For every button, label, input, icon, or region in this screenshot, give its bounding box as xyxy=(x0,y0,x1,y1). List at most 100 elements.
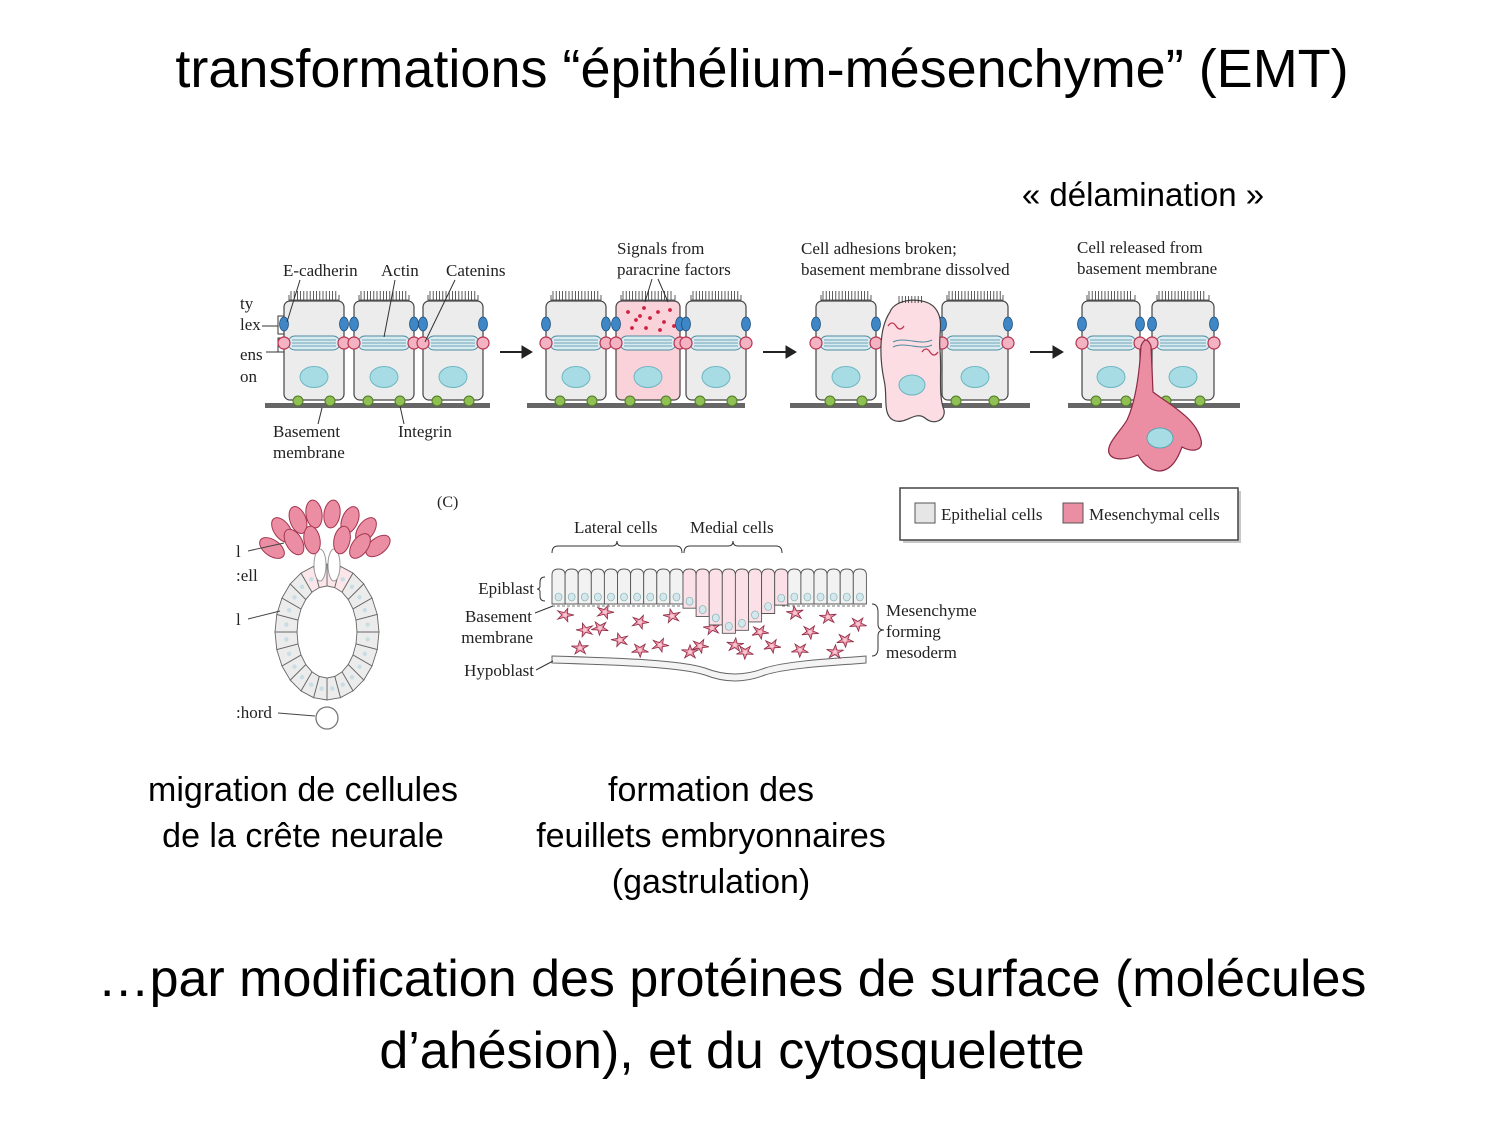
step-1-caption-line-1: Signals from xyxy=(617,239,704,258)
nucleus xyxy=(284,622,289,627)
nucleus xyxy=(698,644,702,648)
neural-crest-cell xyxy=(288,506,308,534)
adherens-junction xyxy=(539,336,553,350)
signal-dot xyxy=(648,316,652,320)
cut-label-adherens-2: on xyxy=(240,367,258,386)
signal-dot xyxy=(644,326,648,330)
nucleus xyxy=(701,366,731,388)
adherens-junction xyxy=(809,336,823,350)
epiblast-brace xyxy=(536,576,546,602)
neural-crest-leader xyxy=(247,542,285,552)
conclusion-line-2: d’ahésion), et du cytosquelette xyxy=(379,1022,1085,1080)
adherens-junction xyxy=(739,336,753,350)
nucleus xyxy=(688,650,692,654)
nucleus xyxy=(349,584,355,589)
integrin xyxy=(362,395,374,407)
nucleus xyxy=(777,593,786,603)
nucleus xyxy=(309,577,314,582)
integrin xyxy=(431,395,443,407)
integrin xyxy=(463,395,475,407)
nucleus xyxy=(638,648,642,652)
nucleus xyxy=(843,638,847,642)
neural-crest-caption-line-1: migration de cellules xyxy=(148,771,458,809)
legend: Epithelial cells Mesenchymal cells xyxy=(899,487,1241,543)
polarity-complex xyxy=(1077,316,1087,332)
nucleus xyxy=(563,613,567,617)
neural-cut-label-3: l xyxy=(236,610,241,629)
polarity-bracket xyxy=(262,315,284,335)
step-2-caption-line-1: Cell adhesions broken; xyxy=(801,239,957,258)
nucleus xyxy=(672,592,681,602)
basement-membrane xyxy=(527,403,745,408)
basement-membrane-label-line-1: Basement xyxy=(273,422,340,441)
basement-membrane-label-line-2: membrane xyxy=(273,443,345,462)
integrin xyxy=(1120,395,1132,407)
nucleus xyxy=(829,592,838,602)
integrin xyxy=(950,395,962,407)
panel-letter: (C) xyxy=(437,494,458,511)
nucleus xyxy=(598,626,602,630)
nucleus xyxy=(633,592,641,602)
nucleus xyxy=(362,607,368,613)
delaminating-cell xyxy=(880,296,945,423)
basement-membrane-leader xyxy=(317,407,323,425)
medial-cells-label: Medial cells xyxy=(690,518,774,537)
emt-panel-signals xyxy=(527,291,753,408)
mesenchyme-cells xyxy=(556,604,867,661)
nucleus xyxy=(793,611,797,615)
paracrine-signals xyxy=(626,306,676,332)
signal-dot xyxy=(668,308,672,312)
integrin xyxy=(824,395,836,407)
microvilli-base xyxy=(1086,295,1136,301)
dorsal-cell xyxy=(313,548,327,582)
nucleus xyxy=(685,596,694,606)
step-arrows xyxy=(500,345,1064,359)
neural-crest-cell xyxy=(283,528,305,556)
signaled-cell xyxy=(609,291,687,407)
integrin xyxy=(1090,395,1102,407)
nucleus xyxy=(567,592,576,602)
polarity-complex xyxy=(409,316,419,332)
microvilli-base xyxy=(288,295,340,301)
integrin xyxy=(660,395,672,407)
legend-label-epithelial: Epithelial cells xyxy=(941,505,1043,524)
epithelial-cell xyxy=(416,291,490,407)
nucleus xyxy=(319,686,324,691)
integrin xyxy=(554,395,566,407)
basement-membrane xyxy=(936,403,1030,408)
signal-dot xyxy=(630,326,634,330)
gastrulation-caption-line-3: (gastrulation) xyxy=(611,863,811,901)
slide-title: transformations “épithélium-mésenchyme” … xyxy=(175,39,1349,99)
hypoblast-layer xyxy=(551,655,867,682)
neural-crest-cell xyxy=(305,499,323,529)
nucleus xyxy=(1168,366,1198,388)
nucleus xyxy=(658,643,662,647)
nucleus xyxy=(831,366,861,388)
neural-leaders xyxy=(247,542,316,717)
neural-crest-figure: l :ell l :hord xyxy=(236,499,391,730)
polarity-complex xyxy=(681,316,691,332)
nucleus xyxy=(842,592,851,602)
nucleus xyxy=(554,592,563,602)
nucleus xyxy=(580,592,589,602)
signal-dot xyxy=(658,328,662,332)
epiblast xyxy=(551,568,867,634)
adherens-junction xyxy=(277,336,291,350)
nucleus xyxy=(594,592,602,602)
nucleus xyxy=(365,637,370,642)
signal-dot xyxy=(626,310,630,314)
nucleus xyxy=(603,610,607,614)
integrin xyxy=(988,395,1000,407)
nucleus xyxy=(798,648,802,652)
nucleus xyxy=(833,650,837,654)
nucleus xyxy=(738,618,746,628)
nucleus xyxy=(369,366,399,388)
nucleus xyxy=(808,630,812,634)
signal-leader-1 xyxy=(644,278,653,303)
broken-adhesion xyxy=(921,348,939,356)
nucleus xyxy=(340,577,345,582)
microvilli xyxy=(1086,291,1136,301)
legend-swatch-epithelial xyxy=(914,502,936,524)
neural-tube-leader xyxy=(247,610,281,620)
